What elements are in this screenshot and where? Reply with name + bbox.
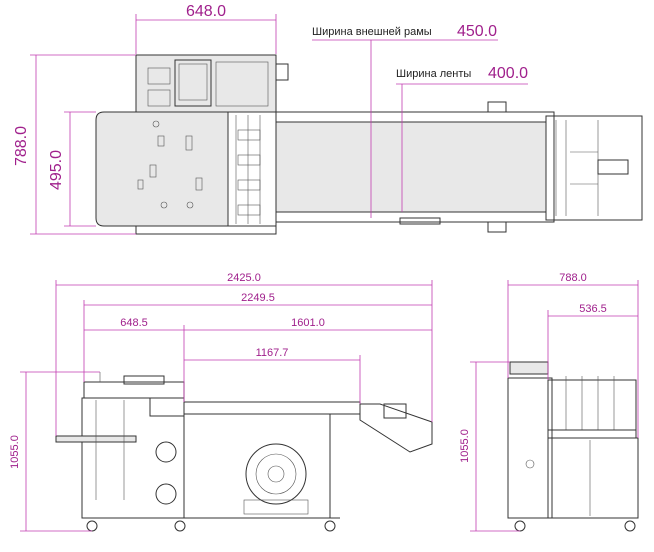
head-block bbox=[237, 179, 261, 191]
output-chute bbox=[359, 403, 433, 453]
belt-width-label: Ширина ленты bbox=[396, 68, 471, 80]
plate-slot bbox=[157, 135, 165, 147]
plate-hole bbox=[160, 201, 168, 209]
side-depth-dimension: 788.0 bbox=[559, 272, 587, 284]
side-table bbox=[547, 429, 637, 439]
right-part-dimension: 1601.0 bbox=[291, 317, 325, 329]
output-tray bbox=[545, 115, 643, 221]
caster bbox=[324, 520, 336, 532]
head-block bbox=[237, 154, 261, 166]
caster bbox=[86, 520, 98, 532]
blower-inner bbox=[255, 453, 297, 495]
top-depth-dimension: 495.0 bbox=[48, 150, 65, 190]
touch-screen bbox=[174, 59, 212, 107]
head-block bbox=[237, 204, 261, 216]
plate-slot bbox=[149, 164, 157, 178]
top-view: 648.0 788.0 495.0 Ширина внешней рамы 45… bbox=[13, 3, 643, 235]
cabinet-panel bbox=[215, 61, 269, 107]
feeder-heads bbox=[227, 111, 277, 227]
side-inner-dimension: 536.5 bbox=[579, 303, 607, 315]
belt-width-value: 400.0 bbox=[488, 65, 528, 82]
plate-slot bbox=[195, 177, 203, 191]
side-cabinet bbox=[507, 377, 553, 519]
tray-stop bbox=[597, 159, 629, 175]
caster bbox=[624, 520, 636, 532]
length-2-dimension: 2249.5 bbox=[241, 292, 275, 304]
side-heads bbox=[547, 379, 637, 431]
belt-clamp bbox=[487, 101, 507, 113]
caster bbox=[514, 520, 526, 532]
total-length-dimension: 2425.0 bbox=[227, 272, 261, 284]
conveyor-top bbox=[183, 401, 361, 415]
top-width-dimension: 648.0 bbox=[186, 3, 226, 20]
top-cover bbox=[123, 375, 165, 385]
conveyor-belt bbox=[275, 121, 547, 213]
side-handle bbox=[275, 63, 289, 81]
side-hole bbox=[525, 459, 535, 469]
screen-area bbox=[178, 63, 208, 101]
vacuum-blower bbox=[245, 443, 307, 505]
side-view: 788.0 536.5 1055.0 bbox=[459, 272, 639, 532]
belt-part-dimension: 1167.7 bbox=[256, 347, 289, 359]
chute-guide bbox=[383, 403, 407, 419]
frame-width-label: Ширина внешней рамы bbox=[312, 26, 432, 38]
feeder-plate bbox=[95, 111, 229, 227]
top-length-dimension: 788.0 bbox=[13, 126, 30, 166]
plate-slot bbox=[137, 179, 144, 190]
plate-slot bbox=[185, 135, 193, 151]
blower-base bbox=[243, 499, 309, 515]
front-height-dimension: 1055.0 bbox=[9, 435, 21, 469]
frame-width-value: 450.0 bbox=[457, 23, 497, 40]
fan-vent bbox=[155, 483, 177, 505]
plate-hole bbox=[186, 201, 194, 209]
plate-hole bbox=[152, 120, 160, 128]
fan-vent bbox=[155, 441, 177, 463]
motor-housing bbox=[149, 397, 185, 417]
left-part-dimension: 648.5 bbox=[120, 317, 148, 329]
head-block bbox=[237, 129, 261, 141]
control-cabinet bbox=[135, 54, 277, 113]
cabinet-panel bbox=[147, 67, 171, 85]
front-view: 2425.0 2249.5 648.5 1601.0 1167.7 1055.0 bbox=[9, 272, 433, 532]
belt-clamp bbox=[487, 221, 507, 233]
caster bbox=[174, 520, 186, 532]
cabinet-panel bbox=[147, 89, 171, 107]
blower-hub bbox=[267, 465, 285, 483]
side-height-dimension: 1055.0 bbox=[459, 429, 471, 463]
side-stand bbox=[547, 437, 639, 519]
base-frame bbox=[135, 225, 277, 235]
belt-bracket bbox=[399, 217, 441, 225]
side-screen bbox=[509, 361, 549, 375]
